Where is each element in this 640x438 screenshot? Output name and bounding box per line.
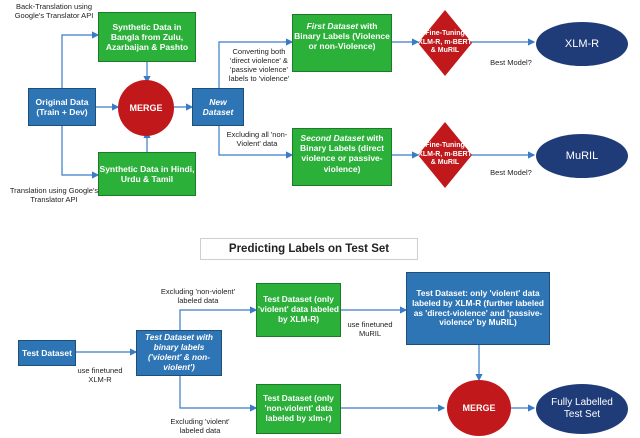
finetune-diamond-2: Fine-Tuning XLM-R, m-BERT & MuRIL xyxy=(418,122,472,188)
label-excluding-violent: Excluding 'violent' labeled data xyxy=(170,417,230,435)
finetune-label-1: Fine-Tuning XLM-R, m-BERT & MuRIL xyxy=(418,30,472,55)
box-test-dataset: Test Dataset xyxy=(18,340,76,366)
label-best-model-1: Best Model? xyxy=(490,58,532,67)
finetune-diamond-1: Fine-Tuning XLM-R, m-BERT & MuRIL xyxy=(418,10,472,76)
box-second-dataset: Second Dataset with Binary Labels (direc… xyxy=(292,128,392,186)
second-dataset-desc: with Binary Labels (direct violence or p… xyxy=(299,133,385,174)
arrow-original-to-synth-bottom xyxy=(61,125,100,179)
label-use-finetuned-xlmr: use finetuned XLM-R xyxy=(77,366,123,384)
label-translation: Translation using Google's Translator AP… xyxy=(9,186,99,204)
model-muril: MuRIL xyxy=(536,134,628,178)
model-xlmr: XLM-R xyxy=(536,22,628,66)
box-synthetic-bangla: Synthetic Data in Bangla from Zulu, Azar… xyxy=(98,12,196,62)
arrow-original-to-synth-top xyxy=(61,31,100,88)
box-first-dataset: First Dataset with Binary Labels (Violen… xyxy=(292,14,392,72)
arrow-new-to-second xyxy=(218,126,294,159)
final-fully-labelled: Fully Labelled Test Set xyxy=(536,384,628,434)
box-nonviolent-only: Test Dataset (only 'non-violent' data la… xyxy=(256,384,341,434)
merge-circle-top: MERGE xyxy=(118,80,174,136)
section-title: Predicting Labels on Test Set xyxy=(200,238,418,260)
label-back-translation: Back-Translation using Google's Translat… xyxy=(14,2,94,20)
box-test-violent-muril: Test Dataset: only 'violent' data labele… xyxy=(406,272,550,345)
merge-circle-bottom: MERGE xyxy=(447,380,511,436)
box-original-data: Original Data (Train + Dev) xyxy=(28,88,96,126)
box-synthetic-hindi: Synthetic Data in Hindi, Urdu & Tamil xyxy=(98,152,196,196)
box-new-dataset: New Dataset xyxy=(192,88,244,126)
first-dataset-desc: with Binary Labels (Violence or non-Viol… xyxy=(294,21,390,52)
box-test-binary: Test Dataset with binary labels ('violen… xyxy=(136,330,222,376)
label-best-model-2: Best Model? xyxy=(490,168,532,177)
box-violent-only: Test Dataset (only 'violent' data labele… xyxy=(256,283,341,337)
label-excluding-nonviolent-bottom: Excluding 'non-violent' labeled data xyxy=(160,287,236,305)
first-dataset-title: First Dataset xyxy=(306,21,359,31)
label-converting: Converting both 'direct violence' & 'pas… xyxy=(228,47,290,83)
arrow-binary-to-violent xyxy=(179,306,258,330)
second-dataset-title: Second Dataset xyxy=(300,133,365,143)
arrow-new-to-first xyxy=(218,38,294,88)
finetune-label-2: Fine-Tuning XLM-R, m-BERT & MuRIL xyxy=(418,142,472,167)
label-use-finetuned-muril: use finetuned MuRIL xyxy=(347,320,393,338)
label-excluding-nonviolent-top: Excluding all 'non-Violent' data xyxy=(226,130,288,148)
arrow-binary-to-nonviolent xyxy=(179,375,258,412)
